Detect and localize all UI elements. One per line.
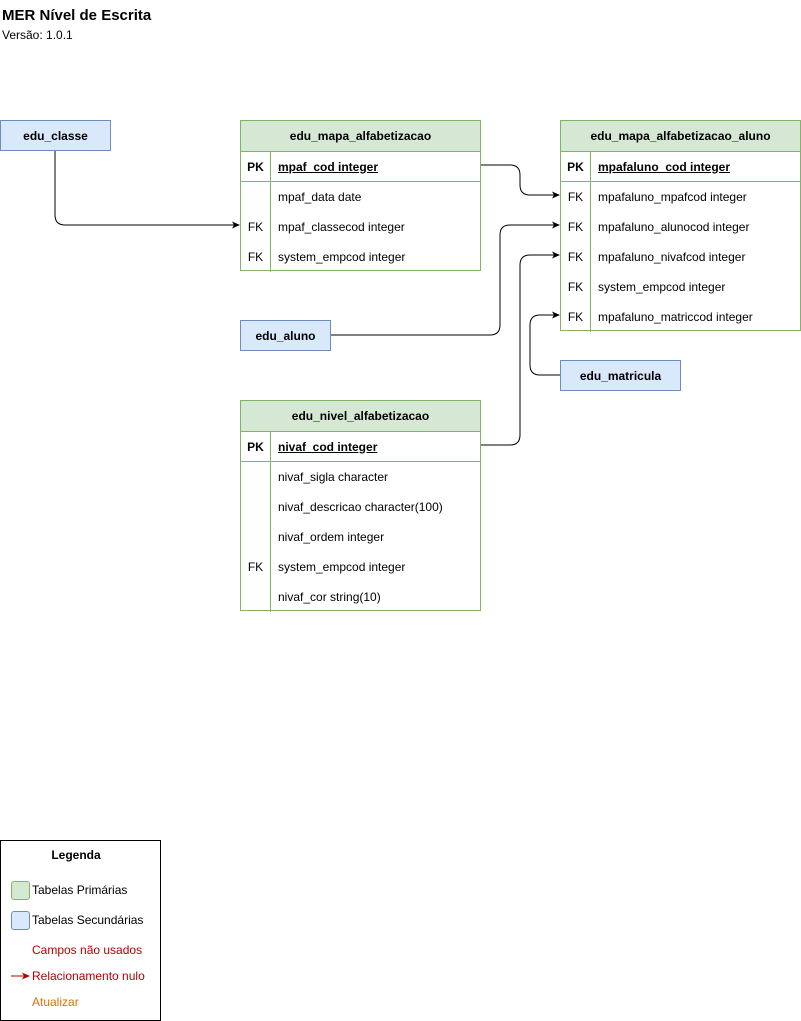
key-cell: FK bbox=[561, 242, 591, 272]
table-row: FK mpafaluno_matriccod integer bbox=[561, 302, 800, 332]
legend-secondary-label: Tabelas Secundárias bbox=[32, 913, 144, 927]
key-cell: FK bbox=[561, 302, 591, 332]
table-header: edu_nivel_alfabetizacao bbox=[241, 401, 480, 432]
key-cell: FK bbox=[241, 212, 271, 242]
field-cell: nivaf_cor string(10) bbox=[278, 590, 381, 604]
field-cell: system_empcod integer bbox=[598, 280, 726, 294]
key-cell bbox=[241, 182, 271, 212]
key-cell bbox=[241, 522, 271, 552]
table-edu-matricula[interactable]: edu_matricula bbox=[560, 360, 681, 391]
key-cell bbox=[241, 582, 271, 612]
key-cell bbox=[241, 492, 271, 522]
table-header: edu_mapa_alfabetizacao_aluno bbox=[561, 121, 800, 152]
table-header: edu_mapa_alfabetizacao bbox=[241, 121, 480, 152]
field-cell: nivaf_sigla character bbox=[278, 470, 389, 484]
table-edu-nivel-alfabetizacao[interactable]: edu_nivel_alfabetizacao PK nivaf_cod int… bbox=[240, 400, 481, 612]
field-cell: mpafaluno_mpafcod integer bbox=[598, 190, 747, 204]
link-matricula-to-mapa-aluno bbox=[529, 311, 560, 376]
legend-title: Legenda bbox=[51, 848, 101, 862]
key-cell: FK bbox=[561, 272, 591, 302]
table-row: FK mpafaluno_alunocod integer bbox=[561, 212, 800, 242]
table-row: PK mpaf_cod integer bbox=[241, 152, 480, 182]
legend-update-label: Atualizar bbox=[32, 995, 79, 1009]
key-cell: FK bbox=[561, 212, 591, 242]
field-cell: mpafaluno_matriccod integer bbox=[598, 310, 753, 324]
table-row: PK nivaf_cod integer bbox=[241, 432, 480, 462]
legend-primary-swatch bbox=[11, 881, 30, 900]
table-row: FK mpaf_classecod integer bbox=[241, 212, 480, 242]
table-row: FK mpafaluno_mpafcod integer bbox=[561, 182, 800, 212]
link-mapa-to-mapa-aluno bbox=[481, 164, 560, 199]
field-cell: mpaf_classecod integer bbox=[278, 220, 405, 234]
table-row: FK system_empcod integer bbox=[241, 552, 480, 582]
table-row: nivaf_descricao character(100) bbox=[241, 492, 480, 522]
table-name: edu_aluno bbox=[255, 328, 316, 343]
table-edu-mapa-alfabetizacao-aluno[interactable]: edu_mapa_alfabetizacao_aluno PK mpafalun… bbox=[560, 120, 801, 332]
key-cell: FK bbox=[241, 552, 271, 582]
link-nivel-to-mapa-aluno bbox=[481, 251, 560, 446]
field-cell: mpaf_data date bbox=[278, 190, 362, 204]
table-edu-classe[interactable]: edu_classe bbox=[0, 120, 111, 151]
legend-null-relation-label: Relacionamento nulo bbox=[32, 969, 145, 983]
legend: Legenda Tabelas Primárias Tabelas Secund… bbox=[0, 840, 161, 1021]
table-name: edu_matricula bbox=[579, 368, 662, 383]
table-row: nivaf_sigla character bbox=[241, 462, 480, 492]
key-cell: PK bbox=[241, 152, 271, 181]
legend-secondary-swatch bbox=[11, 911, 30, 930]
field-cell: system_empcod integer bbox=[278, 560, 406, 574]
table-edu-aluno[interactable]: edu_aluno bbox=[240, 320, 331, 351]
field-cell: mpafaluno_nivafcod integer bbox=[598, 250, 746, 264]
table-row: nivaf_cor string(10) bbox=[241, 582, 480, 612]
key-cell: PK bbox=[241, 432, 271, 461]
table-row: PK mpafaluno_cod integer bbox=[561, 152, 800, 182]
link-aluno-to-mapa-aluno bbox=[331, 221, 560, 336]
legend-unused-label: Campos não usados bbox=[32, 943, 143, 957]
table-row: FK mpafaluno_nivafcod integer bbox=[561, 242, 800, 272]
table-name: edu_classe bbox=[23, 128, 88, 143]
table-row: mpaf_data date bbox=[241, 182, 480, 212]
diagram-title: MER Nível de Escrita bbox=[2, 7, 152, 24]
field-cell: nivaf_descricao character(100) bbox=[278, 500, 443, 514]
table-edu-mapa-alfabetizacao[interactable]: edu_mapa_alfabetizacao PK mpaf_cod integ… bbox=[240, 120, 481, 272]
key-cell bbox=[241, 462, 271, 492]
table-row: FK system_empcod integer bbox=[241, 242, 480, 272]
field-cell: nivaf_ordem integer bbox=[278, 530, 385, 544]
diagram-version: Versão: 1.0.1 bbox=[2, 28, 73, 42]
key-cell: FK bbox=[241, 242, 271, 272]
field-cell: mpafaluno_cod integer bbox=[598, 159, 731, 174]
legend-primary-label: Tabelas Primárias bbox=[32, 883, 128, 897]
link-classe-to-mapa bbox=[54, 151, 240, 229]
field-cell: system_empcod integer bbox=[278, 250, 406, 264]
table-row: nivaf_ordem integer bbox=[241, 522, 480, 552]
field-cell: mpaf_cod integer bbox=[278, 159, 379, 174]
key-cell: FK bbox=[561, 182, 591, 212]
field-cell: mpafaluno_alunocod integer bbox=[598, 220, 750, 234]
table-row: FK system_empcod integer bbox=[561, 272, 800, 302]
field-cell: nivaf_cod integer bbox=[278, 439, 378, 454]
key-cell: PK bbox=[561, 152, 591, 181]
